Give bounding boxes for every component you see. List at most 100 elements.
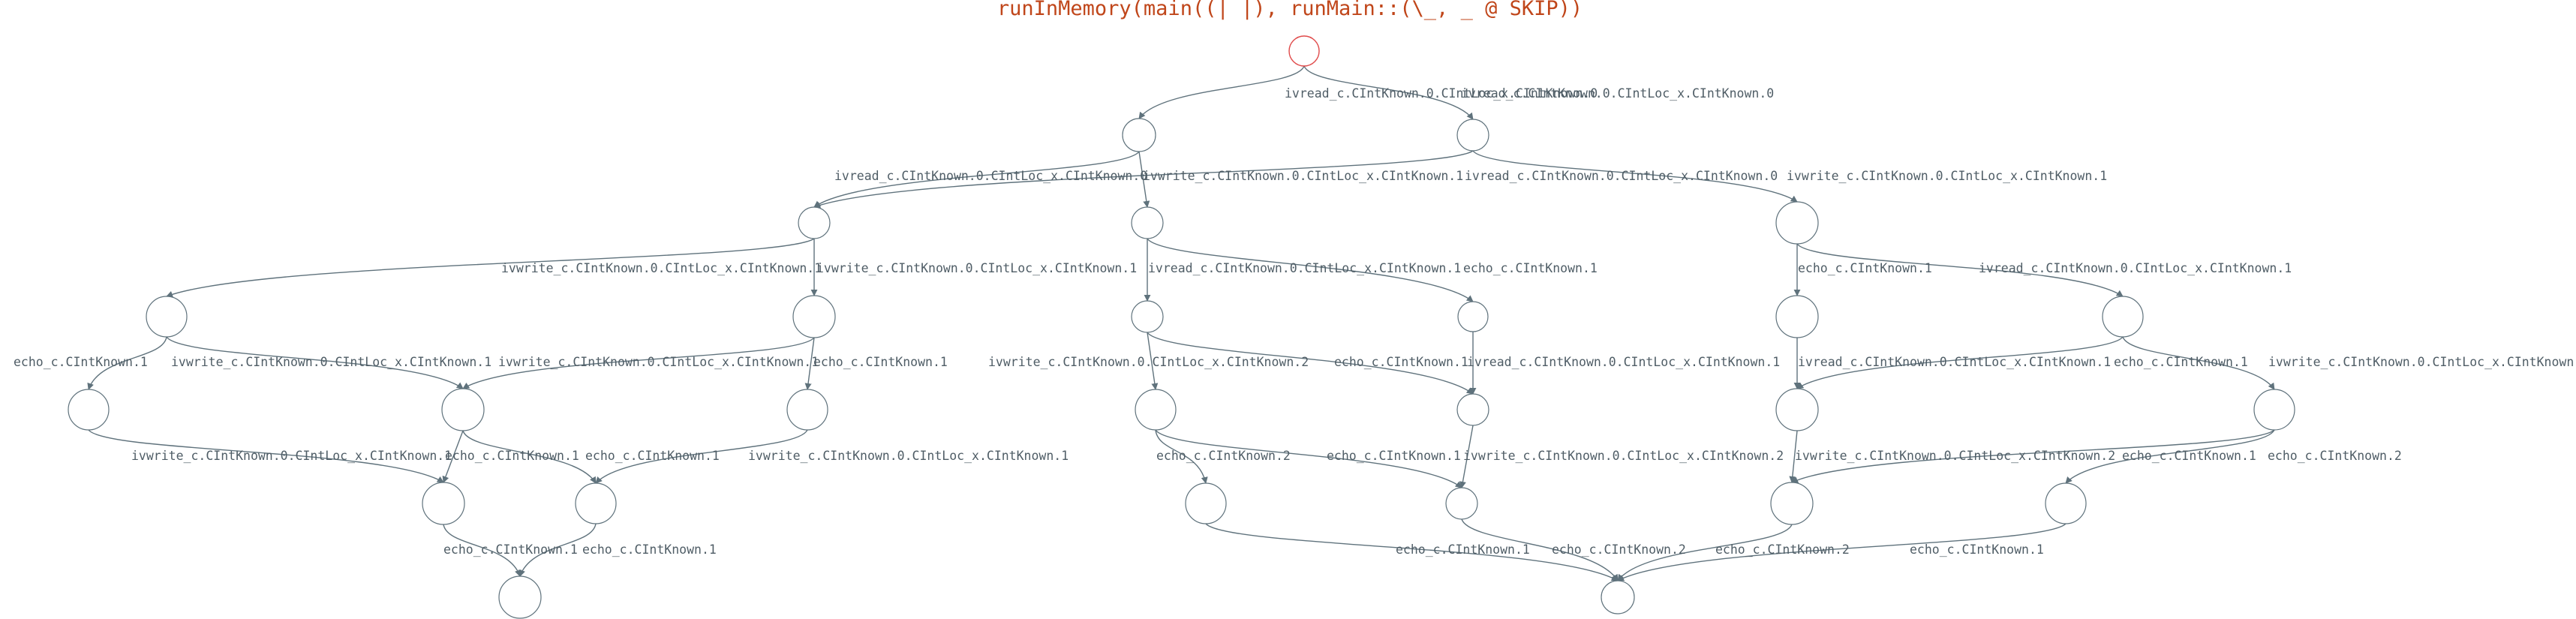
transition-edge-g-m <box>462 337 815 389</box>
state-node-aa <box>1601 580 1635 614</box>
state-node-j <box>1775 295 1819 338</box>
state-node-b <box>1456 119 1489 152</box>
edge-label: echo_c.CIntKnown.1 <box>1334 355 1468 369</box>
transition-edge-x-aa <box>1617 524 1793 581</box>
transition-edge-r-x <box>1791 429 2275 483</box>
transition-edge-k-q <box>1796 336 2124 389</box>
transition-edge-n-u <box>595 429 808 484</box>
edge-label: echo_c.CIntKnown.1 <box>2122 449 2256 463</box>
transition-edge-a-d <box>1138 151 1150 208</box>
transition-edge-m-t <box>442 430 464 483</box>
edge-label: echo_c.CIntKnown.1 <box>1396 542 1530 557</box>
transition-edge-s-a <box>1138 65 1305 119</box>
state-node-q <box>1775 388 1819 431</box>
transition-edge-f-m <box>166 336 464 389</box>
transition-edge-w-aa <box>1461 518 1619 581</box>
edge-label: echo_c.CIntKnown.1 <box>585 449 720 463</box>
edge-label: ivread_c.CIntKnown.0.CIntLoc_x.CIntKnown… <box>1465 169 1778 183</box>
edge-label: echo_c.CIntKnown.1 <box>1798 261 1932 275</box>
edge-label: ivwrite_c.CIntKnown.0.CIntLoc_x.CIntKnow… <box>501 261 822 275</box>
edge-label: ivwrite_c.CIntKnown.0.CIntLoc_x.CIntKnow… <box>748 449 1069 463</box>
edge-label: ivwrite_c.CIntKnown.0.CIntLoc_x.CIntKnow… <box>1463 449 1784 463</box>
edge-label: echo_c.CIntKnown.2 <box>1715 542 1850 557</box>
state-node-d <box>1131 206 1164 239</box>
state-node-v <box>1185 482 1227 524</box>
state-node-c <box>798 206 831 239</box>
edge-label: echo_c.CIntKnown.2 <box>1156 449 1291 463</box>
edge-layer <box>87 65 2275 581</box>
state-node-m <box>441 388 485 431</box>
edge-label: ivread_c.CIntKnown.0.CIntLoc_x.CIntKnown… <box>1467 355 1780 369</box>
edge-label: ivwrite_c.CIntKnown.0.CIntLoc_x.CIntKnow… <box>1795 449 2115 463</box>
edge-label: echo_c.CIntKnown.1 <box>1910 542 2044 557</box>
edge-label: echo_c.CIntKnown.1 <box>14 355 148 369</box>
transition-edge-v-aa <box>1205 523 1619 581</box>
node-layer <box>68 35 2295 619</box>
state-node-f <box>146 296 188 338</box>
edge-label: ivread_c.CIntKnown.0.CIntLoc_x.CIntKnown… <box>1148 261 1461 275</box>
state-node-e <box>1775 201 1819 245</box>
edge-label: ivwrite_c.CIntKnown.0.CIntLoc_x.CIntKnow… <box>171 355 491 369</box>
transition-edge-t-z <box>443 524 522 577</box>
transition-edge-r-y <box>2065 429 2275 484</box>
transition-edge-y-aa <box>1617 523 2067 581</box>
edge-label: ivwrite_c.CIntKnown.0.CIntLoc_x.CIntKnow… <box>2268 355 2576 369</box>
state-node-k <box>2102 296 2144 338</box>
transition-edge-h-o <box>1147 332 1159 390</box>
transition-edge-h-p <box>1147 332 1474 395</box>
transition-edge-f-l <box>87 336 167 390</box>
state-node-l <box>68 389 110 431</box>
state-node-h <box>1131 300 1164 333</box>
edge-label: ivwrite_c.CIntKnown.0.CIntLoc_x.CIntKnow… <box>1143 169 1463 183</box>
edge-label: echo_c.CIntKnown.1 <box>1327 449 1461 463</box>
edge-label: ivread_c.CIntKnown.0.CIntLoc_x.CIntKnown… <box>1798 355 2111 369</box>
edge-label: ivread_c.CIntKnown.0.CIntLoc_x.CIntKnown… <box>1979 261 2292 275</box>
transition-edge-m-u <box>462 430 597 484</box>
graph-title: runInMemory(main((| |), runMain::(\_, _ … <box>997 0 1583 20</box>
edge-label: echo_c.CIntKnown.1 <box>582 542 717 557</box>
edge-label: ivwrite_c.CIntKnown.0.CIntLoc_x.CIntKnow… <box>498 355 819 369</box>
state-node-g <box>792 295 836 338</box>
transition-edge-o-w <box>1155 429 1462 488</box>
state-node-p <box>1456 393 1489 426</box>
transition-edge-p-w <box>1459 425 1474 488</box>
transition-edge-u-z <box>519 523 597 577</box>
edge-label: ivread_c.CIntKnown.0.CIntLoc_x.CIntKnown… <box>1461 86 1774 101</box>
edge-label: echo_c.CIntKnown.1 <box>445 449 579 463</box>
start-state-node <box>1288 35 1320 67</box>
transition-edge-g-n <box>804 337 815 390</box>
transition-edge-k-r <box>2122 336 2275 390</box>
state-node-a <box>1122 118 1156 152</box>
state-node-u <box>575 482 617 524</box>
transition-edge-b-c <box>813 150 1474 209</box>
state-node-y <box>2045 482 2087 524</box>
edge-label: ivwrite_c.CIntKnown.0.CIntLoc_x.CIntKnow… <box>816 261 1137 275</box>
edge-label-layer: ivread_c.CIntKnown.0.CIntLoc_x.CIntKnown… <box>14 86 2576 557</box>
edge-label: ivwrite_c.CIntKnown.0.CIntLoc_x.CIntKnow… <box>988 355 1309 369</box>
edge-label: ivread_c.CIntKnown.0.CIntLoc_x.CIntKnown… <box>1285 86 1598 101</box>
edge-label: echo_c.CIntKnown.1 <box>1463 261 1598 275</box>
transition-edge-a-c <box>813 151 1140 208</box>
transition-edge-e-k <box>1796 243 2124 297</box>
transition-edge-d-i <box>1147 238 1474 302</box>
edge-label: ivread_c.CIntKnown.0.CIntLoc_x.CIntKnown… <box>834 169 1147 183</box>
transition-edge-o-v <box>1155 429 1208 484</box>
transition-edge-c-f <box>166 238 815 298</box>
edge-label: echo_c.CIntKnown.1 <box>813 355 948 369</box>
state-node-o <box>1135 389 1177 431</box>
transition-edge-l-t <box>88 429 444 483</box>
state-node-w <box>1445 487 1478 520</box>
edge-label: echo_c.CIntKnown.1 <box>2114 355 2248 369</box>
state-node-t <box>422 482 465 525</box>
edge-label: echo_c.CIntKnown.2 <box>1552 542 1686 557</box>
transition-edge-q-x <box>1789 430 1798 483</box>
edge-label: ivwrite_c.CIntKnown.0.CIntLoc_x.CIntKnow… <box>1787 169 2107 183</box>
edge-label: echo_c.CIntKnown.1 <box>443 542 578 557</box>
state-node-r <box>2253 389 2295 431</box>
state-node-x <box>1770 482 1814 525</box>
state-node-z <box>498 575 542 619</box>
state-node-n <box>786 389 828 431</box>
transition-edge-s-b <box>1303 65 1474 120</box>
state-node-i <box>1457 301 1489 332</box>
